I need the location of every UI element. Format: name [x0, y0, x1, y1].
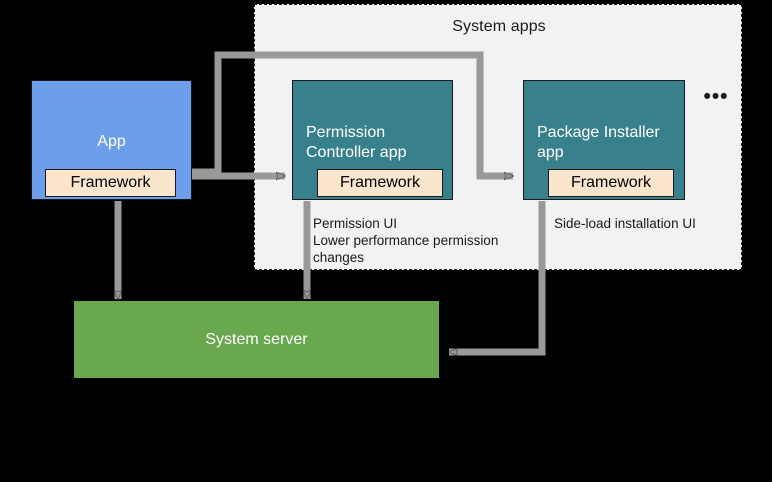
node-package-installer-app-label: Package Installer app: [537, 124, 660, 161]
node-app[interactable]: App Framework: [31, 80, 192, 200]
system-apps-group-label: System apps: [452, 18, 546, 35]
caption-package-installer: Side-load installation UI: [554, 216, 696, 231]
node-permission-controller-app[interactable]: Permission Controller app Framework: [292, 80, 453, 200]
node-permission-controller-framework-chip[interactable]: Framework: [317, 169, 443, 197]
node-package-installer-app[interactable]: Package Installer app Framework: [523, 80, 685, 200]
node-app-framework-chip[interactable]: Framework: [45, 169, 176, 197]
node-system-server-label: System server: [205, 331, 308, 348]
caption-permission-controller: Permission UI Lower performance permissi…: [313, 216, 499, 265]
node-app-label: App: [97, 133, 126, 150]
node-system-server[interactable]: System server: [74, 301, 439, 378]
node-package-installer-framework-chip[interactable]: Framework: [548, 169, 674, 197]
node-permission-controller-app-label: Permission Controller app: [306, 124, 407, 161]
more-apps-ellipsis-icon: •••: [703, 85, 729, 108]
